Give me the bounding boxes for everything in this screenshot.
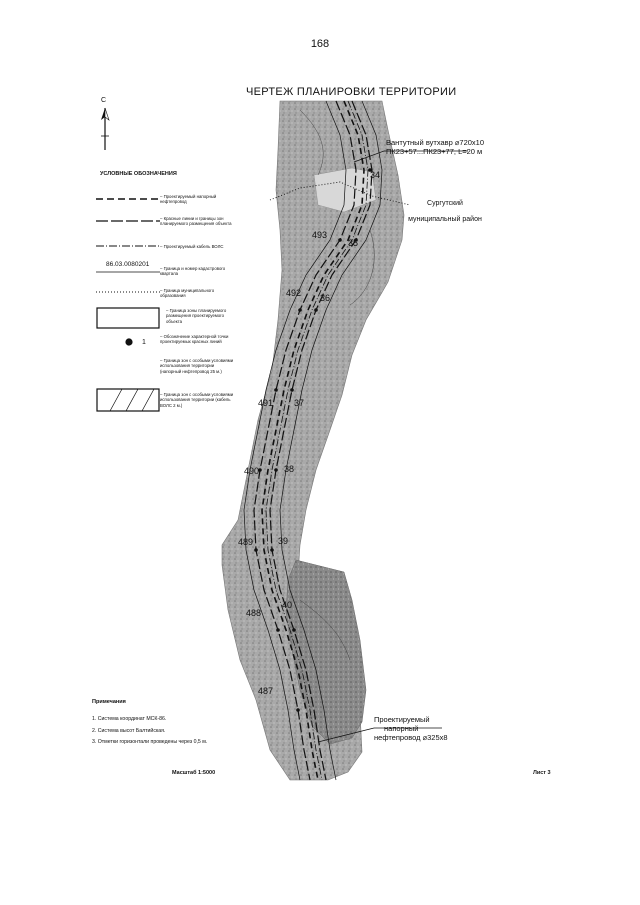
cadastral-number: 86.03.0080201	[106, 261, 150, 268]
callout-bottom-line1: Проектируемый	[374, 715, 430, 724]
legend-item-fiber-cable: – Проектируемый кабель ВОЛС	[160, 244, 224, 249]
page-number: 168	[310, 38, 330, 50]
point-label: 487	[258, 686, 273, 696]
zone-boundary-west	[243, 100, 347, 781]
callout-top-line1: Вантутный вутхавр ⌀720x10	[386, 138, 485, 147]
legend-item-red-lines: – Красные линии и границы зон планируемо…	[160, 216, 232, 227]
callout-bottom-line3: нефтепровод ⌀325x8	[374, 733, 448, 742]
characteristic-points	[254, 168, 372, 712]
point-label: 488	[246, 608, 261, 618]
legend-symbol-point-icon	[125, 338, 133, 346]
note-item: 3. Отметки горизонтали проведены через 0…	[92, 739, 208, 745]
district-label: Сургутский муниципальный район	[404, 196, 486, 228]
legend-symbol-red-lines	[96, 220, 160, 222]
legend-title: УСЛОВНЫЕ ОБОЗНАЧЕНИЯ	[100, 171, 177, 177]
terrain-strip	[221, 100, 405, 781]
notes-title: Примечания	[92, 699, 126, 705]
point-label: 40	[282, 600, 292, 610]
legend-item-characteristic-point: – Обозначение характерной точки проектир…	[160, 334, 229, 345]
red-line-west	[253, 100, 357, 781]
fiber-cable-line	[265, 100, 369, 781]
point-label: 39	[278, 536, 288, 546]
point-label: 35	[348, 238, 358, 248]
legend-point-number: 1	[142, 339, 146, 346]
legend-item-oil-pipeline: – Проектируемый напорный нефтепровод	[160, 194, 217, 205]
legend-item-cadastral-boundary: – Граница и номер кадастрового квартала	[160, 266, 226, 277]
legend-symbol-placement-zone	[96, 307, 160, 329]
note-item: 1. Система координат МСК-86.	[92, 716, 167, 722]
scale-label: Масштаб 1:5000	[172, 770, 216, 776]
legend-item-cable-zone: – Граница зон с особыми условиями исполь…	[160, 392, 234, 408]
north-arrow-icon	[101, 107, 110, 150]
callout-bottom: Проектируемый напорный нефтепровод ⌀325x…	[374, 715, 448, 742]
north-label: С	[101, 97, 107, 104]
legend-item-municipal-boundary: – Граница муниципального образования	[160, 288, 215, 299]
point-label: 37	[294, 398, 304, 408]
point-label: 491	[258, 398, 273, 408]
callout-bottom-line2: напорный	[384, 724, 419, 733]
legend-symbol-cadastral-boundary	[96, 271, 160, 273]
legend-symbol-fiber-cable	[96, 245, 160, 247]
pipeline-line	[261, 100, 365, 781]
point-label: 36	[320, 293, 330, 303]
legend-item-placement-zone: – Граница зоны планируемого размещения п…	[166, 308, 227, 324]
legend-item-pipeline-zone: – Граница зон с особыми условиями исполь…	[160, 358, 234, 374]
legend-symbol-cable-zone	[96, 388, 160, 412]
note-item: 2. Система высот Балтийская.	[92, 728, 166, 734]
municipal-boundary	[269, 181, 411, 206]
district-line2: муниципальный район	[408, 216, 482, 223]
point-label: 490	[244, 466, 259, 476]
zone-boundary-east	[279, 100, 383, 781]
point-label: 493	[312, 230, 327, 240]
callout-top-leader	[353, 150, 385, 163]
point-label: 492	[286, 288, 301, 298]
point-label: 34	[370, 170, 380, 180]
point-labels: 34 35 36 37 38 39 40 493 492 491 490 489…	[238, 170, 380, 696]
point-label: 489	[238, 537, 253, 547]
sheet-label: Лист 3	[533, 770, 551, 776]
callout-top-line2: ПК23+57...ПК23+77, L=20 м	[386, 147, 483, 156]
point-label: 38	[284, 464, 294, 474]
callout-top: Вантутный вутхавр ⌀720x10 ПК23+57...ПК23…	[386, 138, 484, 156]
red-line-east	[269, 100, 373, 781]
callout-bottom-leader	[317, 727, 375, 743]
district-line1: Сургутский	[427, 200, 463, 207]
page-title: ЧЕРТЕЖ ПЛАНИРОВКИ ТЕРРИТОРИИ	[246, 86, 457, 98]
